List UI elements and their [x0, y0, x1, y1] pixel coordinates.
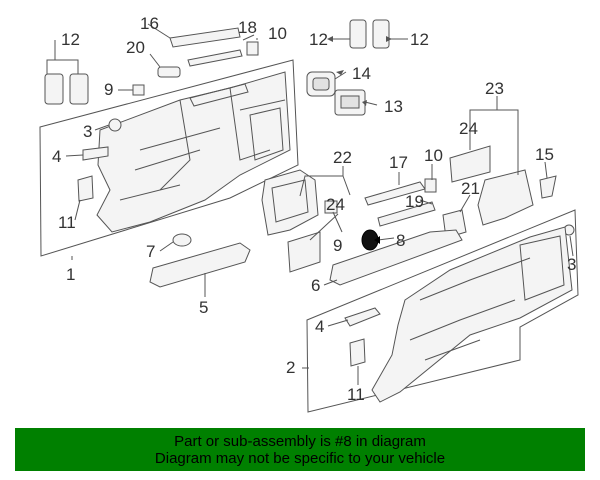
banner-line-part: Part or sub-assembly is #8 in diagram [174, 432, 426, 450]
callout-24: 24 [326, 195, 345, 214]
callout-3: 3 [83, 122, 92, 141]
callout-18: 18 [238, 18, 257, 37]
callout-11: 11 [58, 213, 76, 232]
callout-11: 11 [347, 385, 365, 404]
callout-4: 4 [52, 147, 61, 166]
callout-12: 12 [61, 30, 80, 49]
info-banner: Part or sub-assembly is #8 in diagram Di… [15, 428, 585, 471]
parts-diagram: 16 18 10 12 12 12 20 9 14 13 3 4 11 1 7 … [39, 14, 579, 413]
callout-14: 14 [352, 64, 371, 83]
callout-20: 20 [126, 38, 145, 57]
callout-24: 24 [459, 119, 478, 138]
banner-line-disclaimer: Diagram may not be specific to your vehi… [154, 449, 446, 467]
callout-21: 21 [461, 179, 480, 198]
callout-15: 15 [535, 145, 554, 164]
upper-small-parts [44, 19, 390, 202]
callout-13: 13 [384, 97, 403, 116]
callout-10: 10 [268, 24, 287, 43]
arrowheads [327, 36, 392, 244]
callout-10: 10 [424, 146, 443, 165]
callout-12: 12 [309, 30, 328, 49]
callout-1: 1 [66, 265, 75, 284]
callout-22: 22 [333, 148, 352, 167]
callout-7: 7 [146, 242, 155, 261]
callout-19: 19 [405, 192, 424, 211]
callout-9: 9 [333, 236, 342, 255]
callout-labels: 16 18 10 12 12 12 20 9 14 13 3 4 11 1 7 … [52, 14, 576, 404]
middle-parts [149, 145, 575, 288]
callout-8: 8 [396, 231, 405, 250]
callout-17: 17 [389, 153, 408, 172]
callout-3: 3 [567, 255, 576, 274]
leader-lines [46, 23, 574, 385]
left-quarter-trim-assembly [39, 59, 299, 257]
callout-23: 23 [485, 79, 504, 98]
callout-2: 2 [286, 358, 295, 377]
callout-5: 5 [199, 298, 208, 317]
callout-4: 4 [315, 317, 324, 336]
callout-16: 16 [140, 14, 159, 33]
callout-6: 6 [311, 276, 320, 295]
right-quarter-trim-assembly [306, 209, 579, 413]
callout-12: 12 [410, 30, 429, 49]
callout-9: 9 [104, 80, 113, 99]
